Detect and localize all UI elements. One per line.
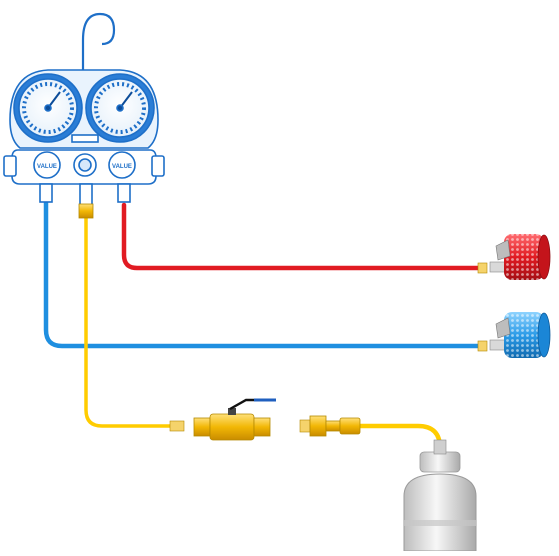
tank-adapter-fitting — [299, 415, 361, 437]
ball-valve-icon — [193, 398, 276, 441]
hoses — [43, 197, 481, 465]
service-hose — [84, 216, 172, 428]
high-side-hose — [121, 202, 481, 271]
brand-label-left: VALUE — [37, 164, 57, 170]
high-side-coupler-icon — [489, 234, 551, 280]
pressure-gauge-icon-low — [13, 73, 83, 143]
brand-label-right: VALUE — [112, 164, 132, 170]
hook-icon — [81, 12, 116, 78]
pressure-gauge-icon-high — [85, 73, 155, 143]
low-side-hose — [43, 197, 481, 349]
manifold-gauge-set — [3, 12, 165, 219]
low-side-coupler-icon — [489, 312, 551, 358]
hose-end-fittings — [169, 262, 488, 432]
refrigerant-cylinder-icon — [403, 439, 477, 552]
